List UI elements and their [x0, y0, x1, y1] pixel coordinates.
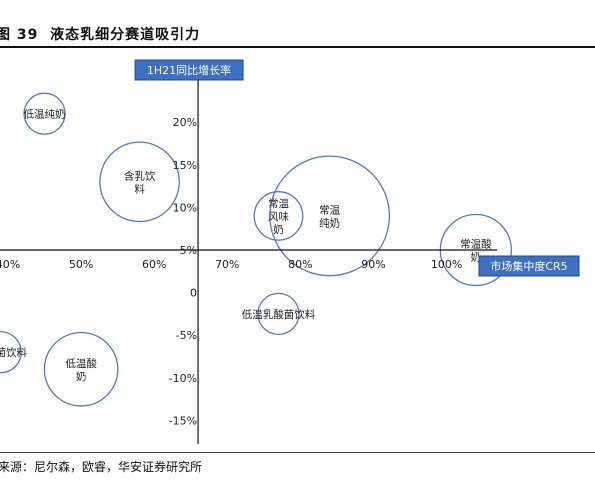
x-axis-tag-box	[478, 255, 580, 277]
y-tick-0: 20%	[173, 116, 197, 129]
bubble-label-7-1: 奶	[76, 371, 87, 383]
bubble-label-4-0: 常温酸	[460, 238, 492, 251]
y-tick-7: -15%	[169, 414, 197, 427]
bubble-6	[0, 331, 22, 374]
y-tick-1: 15%	[173, 159, 197, 172]
figure-title-text: 图 39 液态乳细分赛道吸引力	[0, 24, 200, 44]
x-tick-6: 100%	[431, 258, 462, 271]
bubble-label-2-1: 纯奶	[319, 216, 340, 229]
y-tick-6: -10%	[169, 372, 197, 385]
y-tick-2: 10%	[173, 201, 197, 214]
source-note: 来源：尼尔森，欧睿，华安证券研究所	[0, 460, 203, 474]
x-tick-5: 90%	[361, 258, 385, 271]
y-axis-tag-text: 1H21同比增长率	[147, 63, 231, 77]
y-tick-4: 0	[190, 287, 197, 300]
axes-layer	[0, 70, 497, 444]
bubble-label-2-0: 常温	[319, 203, 340, 216]
y-axis-tag-box	[134, 59, 244, 81]
bubble-label-3-2: 奶	[273, 224, 284, 236]
figure-title-prefix: 图	[0, 27, 11, 43]
bubble-0	[23, 92, 66, 135]
x-tick-4: 80%	[288, 258, 312, 271]
bubble-1	[99, 141, 180, 223]
bubble-label-1-1: 料	[134, 182, 145, 195]
x-tick-3: 70%	[215, 258, 239, 271]
figure-title-number: 39	[16, 27, 39, 43]
title-rule	[0, 46, 595, 48]
bubble-label-4-1: 奶	[471, 252, 482, 264]
x-tick-layer: 40% 50% 60% 70% 80% 90% 100%	[0, 258, 462, 271]
bubble-2	[269, 155, 391, 277]
bubble-label-1-0: 含乳饮	[124, 169, 156, 182]
figure-title: 图 39 液态乳细分赛道吸引力	[0, 0, 595, 44]
bubble-7	[43, 331, 119, 407]
bubble-chart: 40% 50% 60% 70% 80% 90% 100% 20% 15% 10% 5% 0 -5% -1…	[0, 59, 580, 444]
figure-title-main: 液态乳细分赛道吸引力	[50, 27, 201, 43]
bubble-5	[257, 292, 300, 336]
bubble-label-3-0: 常温	[268, 197, 289, 210]
source-rule	[0, 452, 595, 453]
bubble-label-5-0: 低温乳酸菌饮料	[242, 308, 316, 321]
y-tick-5: -5%	[176, 329, 197, 342]
bubble-3	[253, 191, 304, 241]
x-axis-tag-text: 市场集中度CR5	[490, 259, 567, 273]
bubble-label-7-0: 低温酸	[65, 357, 97, 370]
bubble-label-6-0: 乳酸菌饮料	[0, 346, 27, 359]
x-tick-0: 40%	[0, 258, 20, 271]
y-tick-3: 5%	[180, 244, 197, 257]
bubble-layer	[0, 92, 512, 407]
bubble-label-0-0: 低温纯奶	[24, 108, 66, 121]
bubble-label-3-1: 风味	[268, 211, 289, 223]
bubble-label-layer: 低温纯奶含乳饮料常温纯奶常温风味奶常温酸奶低温乳酸菌饮料乳酸菌饮料低温酸奶	[0, 108, 492, 383]
x-tick-1: 50%	[69, 258, 93, 271]
x-tick-2: 60%	[142, 258, 166, 271]
y-tick-layer: 20% 15% 10% 5% 0 -5% -10% -15%	[169, 116, 197, 427]
